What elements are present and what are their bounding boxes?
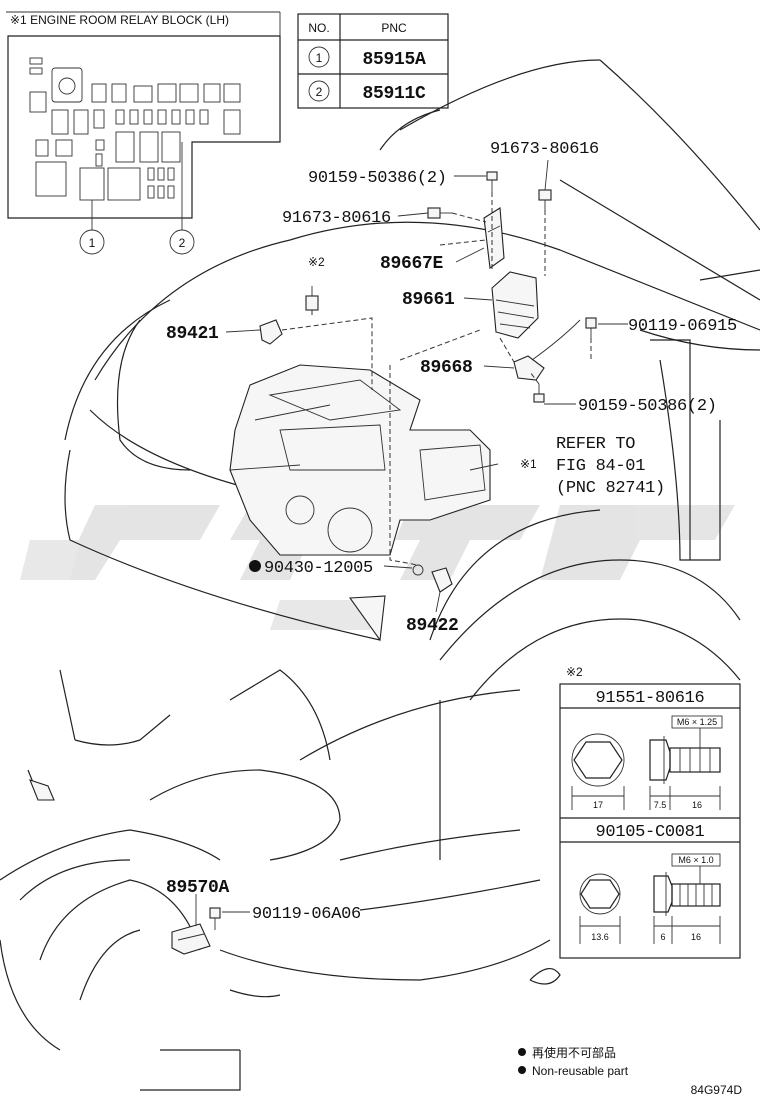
- label-89661: 89661: [402, 290, 455, 310]
- callout-1-circle: [79, 229, 105, 255]
- bolt-detail-box: ※2 91551-80616 90105-C0081 M6 × 1.25: [559, 665, 741, 959]
- bolt-91673-top: [538, 189, 552, 210]
- pnc-row-2-no: 2: [316, 85, 323, 99]
- relay-block-inset: ※1 ENGINE ROOM RELAY BLOCK (LH): [6, 11, 281, 255]
- refer-line-1: REFER TO: [556, 435, 635, 454]
- airbag-sensor-89661: [491, 271, 539, 339]
- bracket-89668: [513, 319, 581, 381]
- part-89570A: [171, 894, 250, 955]
- refer-line-3: (PNC 82741): [556, 479, 665, 498]
- legend-japanese: 再使用不可部品: [532, 1045, 616, 1060]
- rear-car-outline: [0, 669, 561, 1091]
- pnc-table: NO. PNC 1 85915A 2 85911C: [297, 13, 449, 109]
- bolt-90159-top: [486, 171, 498, 192]
- front-car-outline: [64, 59, 760, 701]
- label-91673-80616-left: 91673-80616: [282, 209, 391, 228]
- pnc-row-1-no: 1: [316, 51, 323, 65]
- bolt-1-drawing: M6 × 1.25 17 7.5 16: [571, 715, 723, 810]
- bolt-2-dim-flange: 6: [660, 932, 665, 942]
- nut-90430: [412, 564, 424, 576]
- bolt-1-part-number: 91551-80616: [596, 689, 705, 708]
- label-89422: 89422: [406, 616, 459, 636]
- note-1-marker: ※1: [520, 457, 537, 471]
- bracket-89667E: [483, 207, 505, 269]
- label-91673-80616-top: 91673-80616: [490, 140, 599, 159]
- bolt-91673-left: [427, 207, 452, 219]
- bolt-90159-bottom: [533, 384, 545, 403]
- assembly-dashed-lines: [281, 192, 592, 566]
- label-90119-06A06: 90119-06A06: [252, 905, 361, 924]
- pnc-row-2-pnc: 85911C: [362, 84, 426, 104]
- bolt-1-dim-length: 16: [692, 800, 702, 810]
- sensor-89422: [412, 564, 453, 593]
- label-90119-06915: 90119-06915: [628, 317, 737, 336]
- bolt-2-thread: M6 × 1.0: [678, 855, 713, 865]
- pnc-row-1-pnc: 85915A: [362, 50, 426, 70]
- note-2-marker: ※2: [308, 255, 325, 269]
- refer-line-2: FIG 84-01: [556, 457, 645, 476]
- bolt-1-thread: M6 × 1.25: [677, 717, 717, 727]
- legend-english: Non-reusable part: [532, 1064, 629, 1078]
- leader-lines: [225, 159, 628, 613]
- legend: 再使用不可部品 Non-reusable part: [518, 1045, 629, 1078]
- label-90159-50386-top: 90159-50386(2): [308, 169, 447, 188]
- pnc-header-pnc: PNC: [381, 21, 407, 35]
- bolt-90119-06915: [585, 317, 597, 338]
- label-89421: 89421: [166, 324, 219, 344]
- figure-id: 84G974D: [691, 1083, 743, 1097]
- bolt-detail-marker: ※2: [566, 665, 583, 679]
- bolt-2-dim-length: 16: [691, 932, 701, 942]
- sensor-89421: [259, 286, 319, 345]
- callout-1: 1: [89, 236, 96, 250]
- bolt-2-drawing: M6 × 1.0 13.6 6 16: [579, 853, 721, 944]
- label-89570A: 89570A: [166, 878, 230, 898]
- bolt-1-dim-flange: 7.5: [654, 800, 667, 810]
- label-90430-12005: 90430-12005: [264, 559, 373, 578]
- label-90159-50386-bottom: 90159-50386(2): [578, 397, 717, 416]
- label-89668: 89668: [420, 358, 473, 378]
- pnc-header-no: NO.: [308, 21, 329, 35]
- bolt-2-part-number: 90105-C0081: [596, 823, 705, 842]
- bolt-1-dim-head: 17: [593, 800, 603, 810]
- engine-assembly: [229, 364, 491, 556]
- label-89667E: 89667E: [380, 254, 444, 274]
- callout-2-circle: [169, 229, 195, 255]
- callout-2: 2: [179, 236, 186, 250]
- bolt-2-dim-head: 13.6: [591, 932, 609, 942]
- non-reusable-dot-90430: [249, 560, 261, 572]
- relay-block-title: ※1 ENGINE ROOM RELAY BLOCK (LH): [10, 13, 229, 27]
